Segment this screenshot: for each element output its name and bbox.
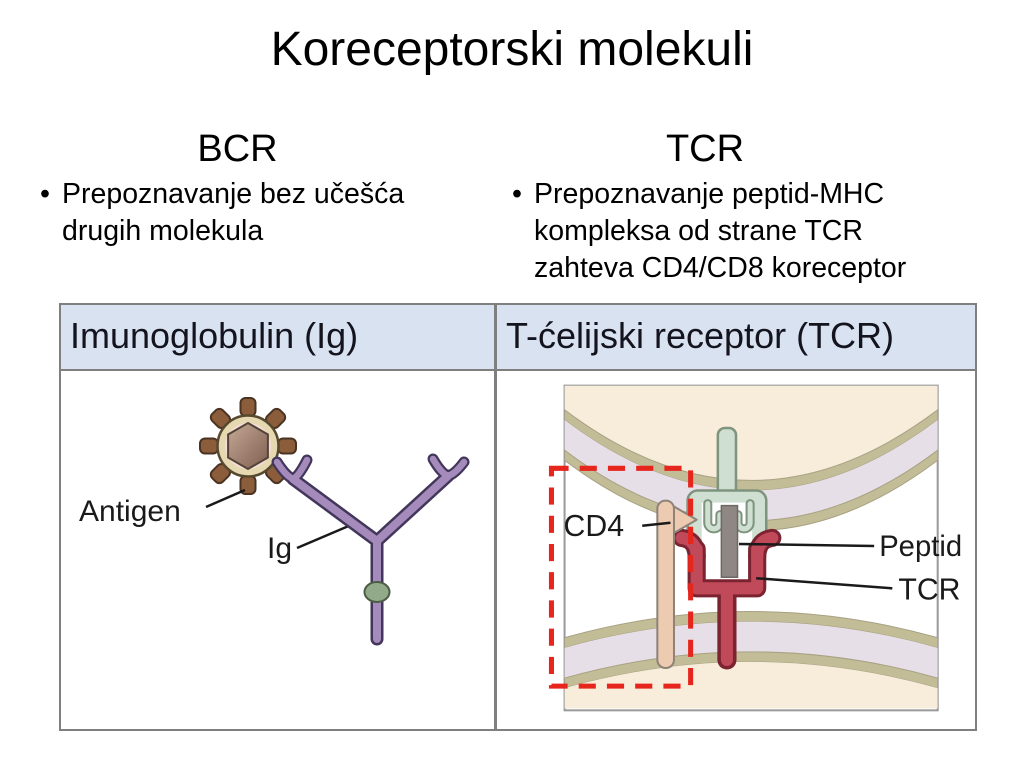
bcr-bullet-line-1: Prepoznavanje bez učešća — [62, 178, 405, 210]
antigen-core-hexagon — [227, 421, 269, 471]
tcr-bullet-line-3: zahteva CD4/CD8 koreceptor — [534, 252, 907, 285]
peptid-pointer-line — [739, 542, 875, 548]
figure-table: Imunoglobulin (Ig) T-ćelijski receptor (… — [59, 303, 977, 731]
peptide — [720, 504, 739, 578]
tcr-column: TCR • Prepoznavanje peptid-MHC kompleksa… — [470, 128, 940, 287]
bullet-marker: • — [40, 178, 50, 210]
ig-antibody — [271, 453, 470, 646]
cd4-pointer-line — [642, 521, 671, 528]
ig-label: Ig — [267, 532, 292, 565]
figure-header-ig: Imunoglobulin (Ig) — [61, 305, 497, 371]
cd4-highlight-dashed-box — [548, 465, 694, 689]
tcr-molecule — [672, 528, 782, 670]
tcr-pointer-line — [756, 576, 893, 590]
tcr-label: TCR — [898, 573, 960, 606]
tcr-bullet-line-1: Prepoznavanje peptid-MHC — [534, 178, 885, 210]
tcr-bullet: • Prepoznavanje peptid-MHC kompleksa od … — [512, 176, 940, 287]
peptid-label: Peptid — [879, 531, 962, 563]
bcr-column: BCR • Prepoznavanje bez učešća drugih mo… — [15, 128, 460, 250]
bcr-heading: BCR — [197, 128, 278, 170]
immunoglobulin-diagram: Antigen Ig — [79, 397, 470, 646]
tcr-panel: CD4 Peptid TCR — [497, 371, 975, 729]
antigen-pointer-line — [205, 488, 246, 509]
bcr-bullet: • Prepoznavanje bez učešća drugih moleku… — [40, 176, 460, 250]
ig-hinge-bead — [363, 581, 391, 603]
antigen-knobs — [199, 397, 297, 495]
tcr-diagram: CD4 Peptid TCR — [548, 384, 962, 712]
slide-title: Koreceptorski molekuli — [270, 23, 754, 76]
tcr-bullet-line-2: kompleksa od strane TCR — [534, 215, 863, 248]
cd4-label: CD4 — [564, 510, 625, 543]
tcr-heading: TCR — [665, 128, 745, 170]
ig-panel: Antigen Ig — [61, 371, 497, 729]
bcr-bullet-line-2: drugih molekula — [62, 215, 264, 248]
antigen-label: Antigen — [79, 495, 181, 528]
figure-header-tcr: T-ćelijski receptor (TCR) — [497, 305, 975, 371]
bullet-marker: • — [512, 178, 522, 210]
cd4-molecule — [656, 499, 698, 669]
ig-pointer-line — [296, 523, 352, 550]
antigen-particle — [199, 397, 297, 495]
